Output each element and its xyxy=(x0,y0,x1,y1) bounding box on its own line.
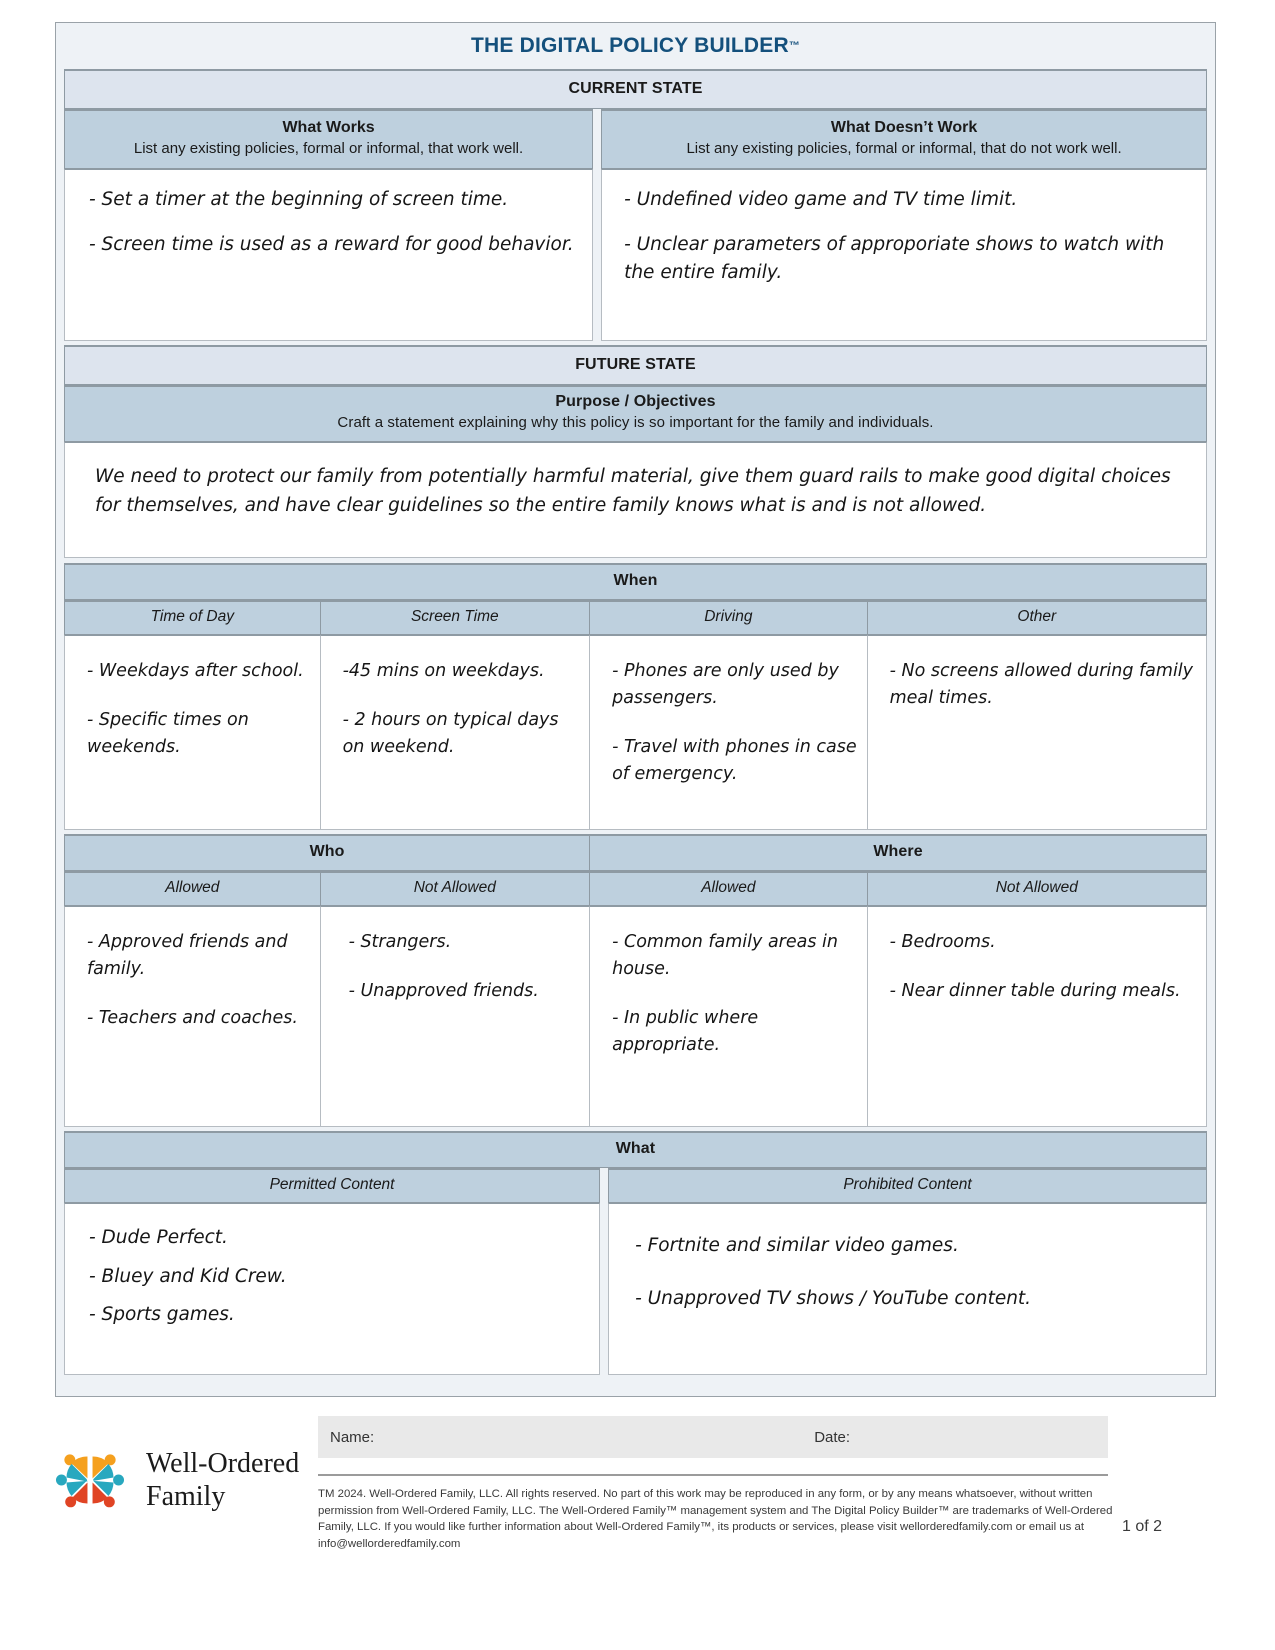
section-band-when: When xyxy=(64,563,1207,600)
field-when-time-of-day[interactable]: - Weekdays after school. - Specific time… xyxy=(64,635,321,830)
page-title-text: THE DIGITAL POLICY BUILDER xyxy=(470,34,789,57)
current-state-content-row: - Set a timer at the beginning of screen… xyxy=(64,169,1207,341)
entry-line: - Strangers. xyxy=(348,932,452,952)
brand-logo: Well-Ordered Family xyxy=(48,1438,299,1522)
header-who-not-allowed: Not Allowed xyxy=(320,871,591,906)
entry-line: - Bluey and Kid Crew. xyxy=(89,1265,287,1287)
header-what-works-title: What Works xyxy=(282,119,375,136)
entry-line: - Weekdays after school. xyxy=(87,661,304,681)
entry-line: - In public where appropriate. xyxy=(612,1008,759,1056)
entry-line: We need to protect our family from poten… xyxy=(95,466,1171,516)
header-what-doesnt-work-title: What Doesn’t Work xyxy=(830,119,978,136)
section-band-who: Who xyxy=(64,834,591,871)
entry-line: - 2 hours on typical days on weekend. xyxy=(342,710,559,758)
brand-name: Well-Ordered Family xyxy=(146,1447,299,1513)
entry-line: - Teachers and coaches. xyxy=(87,1008,298,1029)
entry-line: - Screen time is used as a reward for go… xyxy=(89,233,574,255)
field-when-driving[interactable]: - Phones are only used by passengers. - … xyxy=(590,635,868,830)
header-other: Other xyxy=(867,600,1207,635)
when-header-row: Time of Day Screen Time Driving Other xyxy=(64,600,1207,635)
entry-line: - Unclear parameters of approporiate sho… xyxy=(624,233,1165,284)
brand-name-line2: Family xyxy=(146,1481,226,1512)
field-permitted-content[interactable]: - Dude Perfect. - Bluey and Kid Crew. - … xyxy=(64,1203,601,1375)
date-label: Date: xyxy=(814,1428,851,1446)
field-purpose-statement[interactable]: We need to protect our family from poten… xyxy=(64,442,1207,558)
entry-line: - Unapproved TV shows / YouTube content. xyxy=(635,1287,1032,1309)
entry-line: -45 mins on weekdays. xyxy=(342,661,545,681)
header-time-of-day: Time of Day xyxy=(64,600,321,635)
section-band-what: What xyxy=(64,1131,1207,1168)
header-permitted-content: Permitted Content xyxy=(64,1168,601,1203)
what-header-row: Permitted Content Prohibited Content xyxy=(64,1168,1207,1203)
header-who-allowed: Allowed xyxy=(64,871,321,906)
field-who-allowed[interactable]: - Approved friends and family. - Teacher… xyxy=(64,906,321,1127)
header-what-works: What Works List any existing policies, f… xyxy=(64,109,594,169)
entry-line: - Set a timer at the beginning of screen… xyxy=(89,189,509,210)
who-where-content-row: - Approved friends and family. - Teacher… xyxy=(64,906,1208,1127)
entry-line: - Near dinner table during meals. xyxy=(889,981,1181,1002)
header-prohibited-content: Prohibited Content xyxy=(608,1168,1207,1203)
entry-line: - Approved friends and family. xyxy=(87,932,288,980)
trademark-symbol: ™ xyxy=(788,40,801,52)
header-where-not-allowed: Not Allowed xyxy=(867,871,1207,906)
field-who-not-allowed[interactable]: - Strangers. - Unapproved friends. xyxy=(320,906,591,1127)
well-ordered-family-logo-icon xyxy=(55,1454,125,1508)
legal-text: TM 2024. Well-Ordered Family, LLC. All r… xyxy=(318,1488,1113,1550)
header-where-allowed: Allowed xyxy=(590,871,868,906)
header-what-doesnt-work: What Doesn’t Work List any existing poli… xyxy=(601,109,1207,169)
entry-line: - Specific times on weekends. xyxy=(87,710,249,758)
field-when-other[interactable]: - No screens allowed during family meal … xyxy=(867,635,1207,830)
field-where-not-allowed[interactable]: - Bedrooms. - Near dinner table during m… xyxy=(867,906,1208,1127)
column-gap xyxy=(593,169,601,341)
current-state-header-row: What Works List any existing policies, f… xyxy=(64,109,1207,169)
page-number: 1 of 2 xyxy=(1122,1518,1163,1535)
header-purpose-title: Purpose / Objectives xyxy=(555,393,716,410)
entry-line: - Sports games. xyxy=(89,1304,235,1326)
entry-line: - Travel with phones in case of emergenc… xyxy=(612,737,857,785)
entry-line: - Fortnite and similar video games. xyxy=(635,1235,959,1256)
entry-line: - Phones are only used by passengers. xyxy=(612,661,839,709)
entry-line: - Common family areas in house. xyxy=(612,932,838,980)
who-where-band-row: Who Where xyxy=(64,834,1207,871)
header-purpose-objectives: Purpose / Objectives Craft a statement e… xyxy=(64,385,1207,442)
header-what-works-subtitle: List any existing policies, formal or in… xyxy=(133,140,524,157)
header-what-doesnt-work-subtitle: List any existing policies, formal or in… xyxy=(686,140,1122,157)
header-screen-time: Screen Time xyxy=(320,600,591,635)
section-band-future-state: FUTURE STATE xyxy=(64,345,1207,385)
legal-divider xyxy=(318,1474,1108,1476)
section-band-where: Where xyxy=(590,834,1207,871)
column-gap xyxy=(600,1203,608,1375)
when-content-row: - Weekdays after school. - Specific time… xyxy=(64,635,1207,830)
name-label: Name: xyxy=(330,1428,375,1446)
field-what-works[interactable]: - Set a timer at the beginning of screen… xyxy=(64,169,594,341)
brand-name-line1: Well-Ordered xyxy=(146,1447,300,1479)
header-driving: Driving xyxy=(590,600,868,635)
who-where-header-row: Allowed Not Allowed Allowed Not Allowed xyxy=(64,871,1207,906)
field-when-screen-time[interactable]: -45 mins on weekdays. - 2 hours on typic… xyxy=(320,635,591,830)
field-prohibited-content[interactable]: - Fortnite and similar video games. - Un… xyxy=(608,1203,1207,1375)
column-gap xyxy=(593,109,601,169)
header-purpose-subtitle: Craft a statement explaining why this po… xyxy=(337,414,934,431)
page-footer: Well-Ordered Family Name: Date: TM 2024.… xyxy=(0,1408,1275,1650)
column-gap xyxy=(600,1168,608,1203)
entry-line: - Dude Perfect. xyxy=(89,1227,228,1248)
what-content-row: - Dude Perfect. - Bluey and Kid Crew. - … xyxy=(64,1203,1207,1375)
field-what-doesnt-work[interactable]: - Undefined video game and TV time limit… xyxy=(601,169,1207,341)
section-band-current-state: CURRENT STATE xyxy=(64,69,1207,109)
field-where-allowed[interactable]: - Common family areas in house. - In pub… xyxy=(590,906,868,1127)
entry-line: - Undefined video game and TV time limit… xyxy=(624,189,1018,210)
name-date-bar: Name: Date: xyxy=(318,1416,1108,1458)
entry-line: - Bedrooms. xyxy=(889,932,996,952)
entry-line: - No screens allowed during family meal … xyxy=(889,661,1194,709)
entry-line: - Unapproved friends. xyxy=(348,981,539,1002)
